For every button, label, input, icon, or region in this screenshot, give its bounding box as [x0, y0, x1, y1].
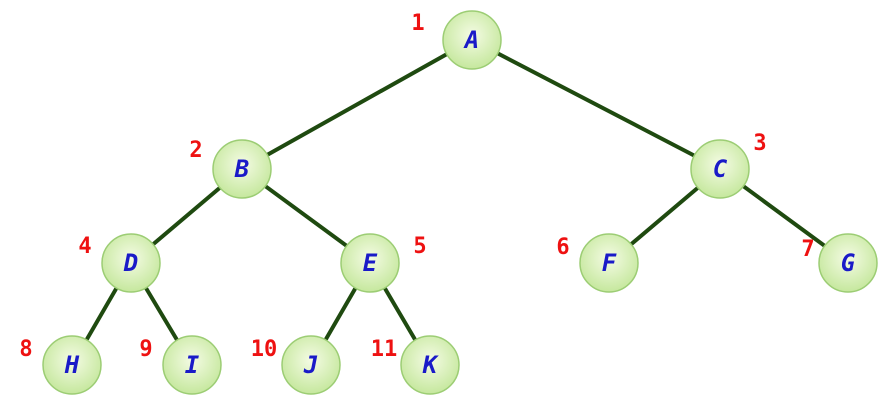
nodes-layer: A B C D E F G H I J K	[42, 10, 878, 395]
node-label: B	[234, 155, 249, 183]
node-index-f: 6	[556, 235, 569, 260]
node-label: F	[602, 249, 617, 277]
node-circle	[212, 139, 272, 199]
node-index-j: 10	[251, 337, 278, 362]
tree-node-c: C	[690, 139, 750, 199]
node-index-i: 9	[139, 337, 152, 362]
node-circle	[400, 335, 460, 395]
node-label: A	[463, 26, 479, 54]
tree-node-i: I	[162, 335, 222, 395]
node-circle	[579, 233, 639, 293]
edge-a-c	[470, 38, 722, 171]
node-index-k: 11	[371, 337, 398, 362]
node-label: E	[363, 249, 378, 277]
node-label: H	[64, 351, 80, 379]
tree-node-a: A	[442, 10, 502, 70]
node-index-h: 8	[19, 337, 32, 362]
index-labels-layer: 1 2 3 4 5 6 7 8 9 10 11	[19, 11, 814, 362]
node-index-a: 1	[411, 11, 424, 36]
node-label: J	[303, 351, 318, 379]
node-index-d: 4	[78, 234, 91, 259]
node-circle	[162, 335, 222, 395]
tree-node-e: E	[340, 233, 400, 293]
tree-node-f: F	[579, 233, 639, 293]
node-label: I	[185, 351, 200, 379]
node-circle	[690, 139, 750, 199]
node-circle	[101, 233, 161, 293]
node-circle	[340, 233, 400, 293]
node-index-g: 7	[801, 237, 814, 262]
tree-node-j: J	[281, 335, 341, 395]
tree-node-k: K	[400, 335, 460, 395]
tree-node-b: B	[212, 139, 272, 199]
node-label: G	[841, 249, 855, 277]
node-index-c: 3	[753, 131, 766, 156]
node-circle	[42, 335, 102, 395]
node-label: K	[422, 351, 440, 379]
node-circle	[818, 233, 878, 293]
tree-node-d: D	[101, 233, 161, 293]
node-label: C	[713, 155, 728, 183]
node-circle	[442, 10, 502, 70]
node-label: D	[123, 249, 138, 277]
node-index-e: 5	[413, 234, 426, 259]
tree-node-h: H	[42, 335, 102, 395]
edge-a-b	[240, 38, 474, 171]
edges-layer	[70, 38, 850, 367]
node-index-b: 2	[189, 138, 202, 163]
tree-node-g: G	[818, 233, 878, 293]
node-circle	[281, 335, 341, 395]
